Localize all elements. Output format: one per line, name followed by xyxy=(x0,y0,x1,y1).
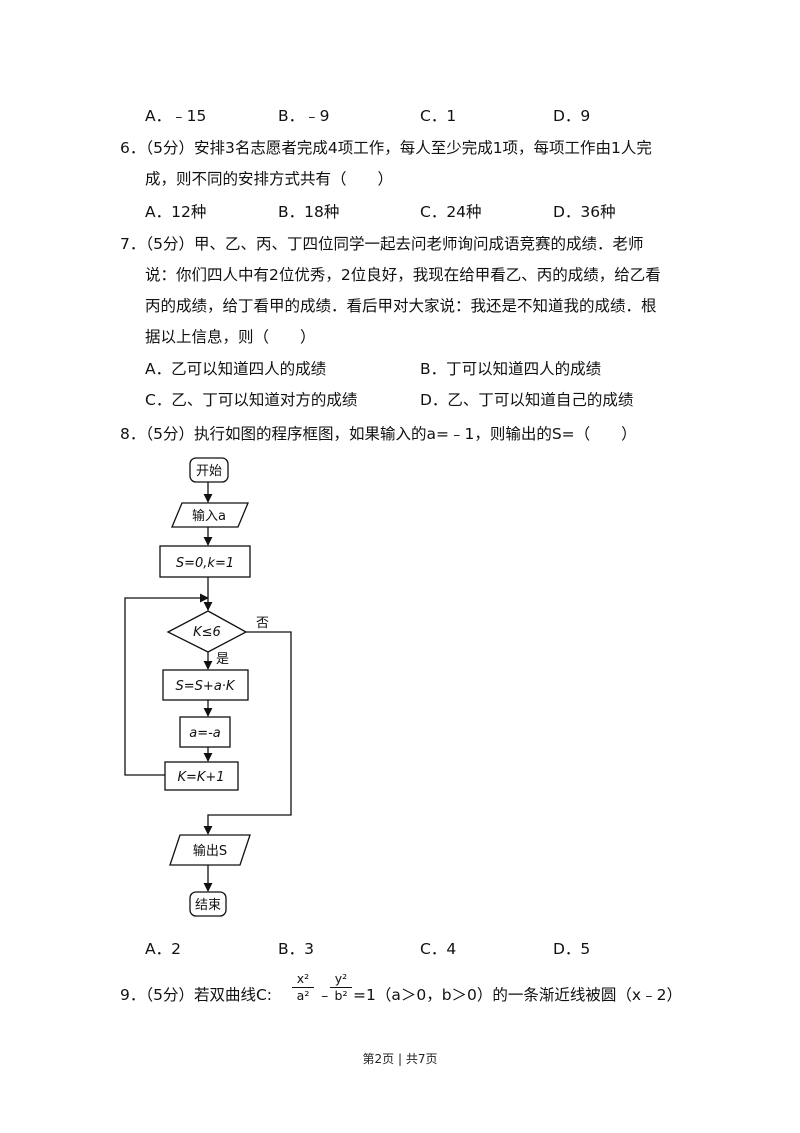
q7-line-4: 据以上信息，则（ ） xyxy=(145,328,316,346)
flow-input-label: 输入a xyxy=(192,508,226,524)
q7-line-3: 丙的成绩，给丁看甲的成绩．看后甲对大家说：我还是不知道我的成绩．根 xyxy=(145,297,657,315)
q7-line-2: 说：你们四人中有2位优秀，2位良好，我现在给甲看乙、丙的成绩，给乙看 xyxy=(145,266,661,284)
q5-option-d: D．9 xyxy=(553,107,591,125)
q8-option-b: B．3 xyxy=(278,940,314,958)
q9-frac2-den: b² xyxy=(334,988,348,1003)
flow-start-label: 开始 xyxy=(196,464,222,479)
q5-option-c: C．1 xyxy=(420,107,457,125)
q6-option-d: D．36种 xyxy=(553,203,616,221)
flow-yes-label: 是 xyxy=(216,652,229,667)
q6-line-1: 6．（5分）安排3名志愿者完成4项工作，每人至少完成1项，每项工作由1人完 xyxy=(120,139,652,157)
q8-option-d: D．5 xyxy=(553,940,591,958)
flow-end-box xyxy=(189,891,227,917)
page-footer: 第2页 | 共7页 xyxy=(362,1052,438,1066)
q7-option-b: B．丁可以知道四人的成绩 xyxy=(420,360,602,378)
flow-output-box xyxy=(169,834,251,866)
q9-fraction-x: x² a² xyxy=(292,972,314,1003)
q7-option-a: A．乙可以知道四人的成绩 xyxy=(145,360,327,378)
q9-frac2-num: y² xyxy=(334,971,348,986)
q6-option-b: B．18种 xyxy=(278,203,340,221)
q5-option-b: B．﹣9 xyxy=(278,107,330,125)
q9-frac1-num: x² xyxy=(296,971,310,986)
q9-suffix: =1（a＞0，b＞0）的一条渐近线被圆（x﹣2） xyxy=(353,986,682,1004)
flow-step3-label: K=K+1 xyxy=(177,770,224,785)
q6-line-2: 成，则不同的安排方式共有（ ） xyxy=(145,170,394,188)
flow-step2-box xyxy=(179,716,231,748)
flow-output-label: 输出S xyxy=(193,843,227,859)
q8-option-c: C．4 xyxy=(420,940,457,958)
q5-option-a: A．﹣15 xyxy=(145,107,207,125)
q9-frac1-den: a² xyxy=(296,988,310,1003)
q7-option-d: D．乙、丁可以知道自己的成绩 xyxy=(420,391,634,409)
flow-init-label: S=0,k=1 xyxy=(176,556,234,571)
flow-no-label: 否 xyxy=(256,616,269,631)
q7-line-1: 7．（5分）甲、乙、丙、丁四位同学一起去问老师询问成语竞赛的成绩．老师 xyxy=(120,235,644,253)
flow-step1-box xyxy=(162,669,249,701)
flow-start-box xyxy=(189,457,229,483)
flow-no-path xyxy=(203,631,292,835)
q9-fraction-y: y² b² xyxy=(330,972,352,1003)
q7-option-c: C．乙、丁可以知道对方的成绩 xyxy=(145,391,358,409)
q9-minus: ﹣ xyxy=(317,986,333,1004)
flow-step3-box xyxy=(164,761,239,791)
q8-option-a: A．2 xyxy=(145,940,181,958)
q6-option-a: A．12种 xyxy=(145,203,207,221)
flow-step2-label: a=-a xyxy=(189,726,221,741)
flow-init-box xyxy=(159,545,251,578)
flow-condition-label: K≤6 xyxy=(193,625,221,640)
q6-option-c: C．24种 xyxy=(420,203,482,221)
flow-end-label: 结束 xyxy=(195,898,221,913)
flow-loop-back xyxy=(124,593,209,776)
flow-input-box xyxy=(171,502,249,528)
q9-prefix: 9．（5分）若双曲线C: xyxy=(120,986,273,1004)
flow-step1-label: S=S+a·K xyxy=(176,679,236,694)
q8-line-1: 8．（5分）执行如图的程序框图，如果输入的a=﹣1，则输出的S=（ ） xyxy=(120,425,637,443)
